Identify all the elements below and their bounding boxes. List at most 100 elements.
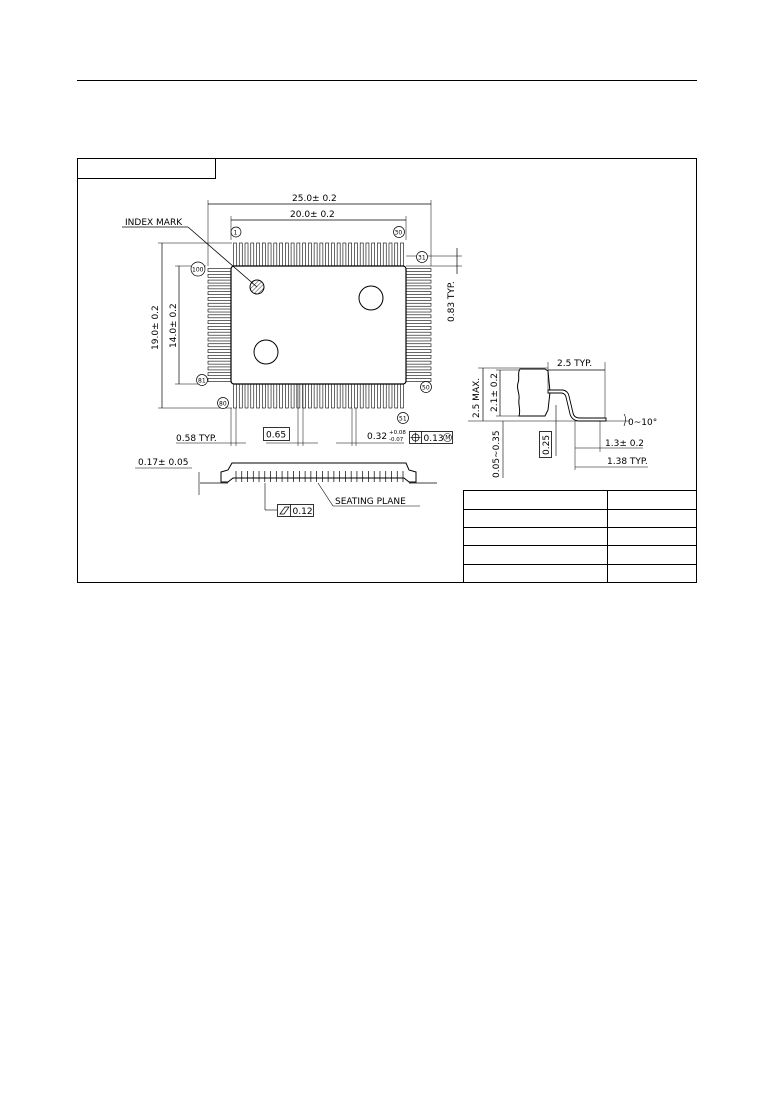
lead (371, 383, 376, 409)
lead (382, 383, 387, 409)
index-mark-leader (187, 226, 258, 288)
lead (207, 285, 232, 290)
body-height-label: 14.0± 0.2 (169, 303, 179, 348)
lead (405, 355, 432, 359)
lead (233, 383, 237, 409)
lead (354, 383, 358, 409)
height-max-label: 2.5 MAX. (472, 378, 482, 418)
lead (405, 360, 432, 365)
lead (388, 383, 393, 409)
top-leads (233, 242, 404, 267)
lead (207, 355, 232, 359)
lead (359, 383, 364, 409)
left-leads (207, 268, 232, 382)
lead (394, 242, 399, 267)
lead (308, 242, 312, 267)
lead (290, 242, 295, 267)
seating-plane-leader (317, 482, 334, 507)
lead (405, 378, 432, 382)
lead (296, 383, 301, 409)
lead (207, 291, 232, 295)
side-view-body (220, 462, 417, 483)
lead (400, 383, 404, 409)
seating-plane-label: SEATING PLANE (335, 497, 406, 507)
angle-label: 0~10° (628, 418, 657, 428)
pin-81-label: 81 (198, 378, 206, 385)
body-thickness-label: 2.1± 0.2 (490, 373, 500, 412)
pin-51-label: 51 (399, 416, 407, 423)
flatness-label: 0.12 (293, 507, 313, 517)
lead (354, 242, 358, 267)
lead (285, 242, 289, 267)
lead (267, 242, 272, 267)
lead (405, 268, 432, 272)
lead (405, 320, 432, 324)
lead (400, 242, 404, 267)
lead (348, 242, 352, 267)
lead (405, 331, 432, 336)
lead (405, 366, 432, 371)
lead (405, 279, 432, 284)
lead (296, 242, 301, 267)
lead (250, 383, 255, 409)
lead (207, 314, 232, 319)
lead (290, 383, 295, 409)
lead (405, 291, 432, 295)
angle-arc (623, 413, 626, 427)
foot-total-label: 1.38 TYP. (607, 457, 648, 467)
lead (331, 242, 335, 267)
lead (207, 320, 232, 324)
lead (279, 242, 283, 267)
lead (382, 242, 387, 267)
lead (207, 349, 232, 353)
mmc-modifier-label: M (445, 435, 450, 442)
lead (308, 383, 312, 409)
lead (342, 383, 347, 409)
lead (313, 383, 318, 409)
lead (267, 383, 272, 409)
lead (207, 366, 232, 371)
lead (207, 360, 232, 365)
lead (365, 242, 370, 267)
ejector-mark-bottom (253, 339, 279, 365)
lead (207, 337, 232, 342)
index-mark-label: INDEX MARK (125, 218, 183, 228)
title-tab (77, 158, 216, 179)
lead (331, 383, 335, 409)
lead-thickness-label: 0.17± 0.05 (138, 458, 188, 468)
lead (279, 383, 283, 409)
lead (336, 383, 341, 409)
pin-1-label: 1 (234, 230, 238, 237)
lead (405, 314, 432, 319)
lead (405, 343, 432, 348)
header-rule (77, 80, 697, 81)
lead (325, 383, 329, 409)
lead (405, 302, 432, 307)
lead (377, 242, 381, 267)
pin-31-label: 31 (418, 255, 426, 262)
lead (388, 242, 393, 267)
lead (244, 383, 249, 409)
standoff-label: 0.05~0.35 (492, 430, 502, 478)
lead (405, 273, 432, 278)
lead-extension-label: 0.58 TYP. (176, 434, 217, 444)
lead (256, 242, 260, 267)
lead (238, 242, 243, 267)
lead (405, 372, 432, 377)
lead (207, 343, 232, 348)
drawing-frame (77, 158, 697, 583)
side-view-leads (235, 471, 404, 482)
lead (261, 383, 266, 409)
lead (405, 297, 432, 301)
position-tol-frame (409, 431, 453, 444)
pin-50-label: 50 (422, 385, 430, 392)
lead (256, 383, 260, 409)
overall-height-label: 19.0± 0.2 (151, 305, 161, 350)
bottom-leads (233, 383, 404, 409)
lead (313, 242, 318, 267)
pitch-box (263, 427, 290, 441)
lead (273, 242, 278, 267)
lead (302, 242, 306, 267)
lead (348, 383, 352, 409)
